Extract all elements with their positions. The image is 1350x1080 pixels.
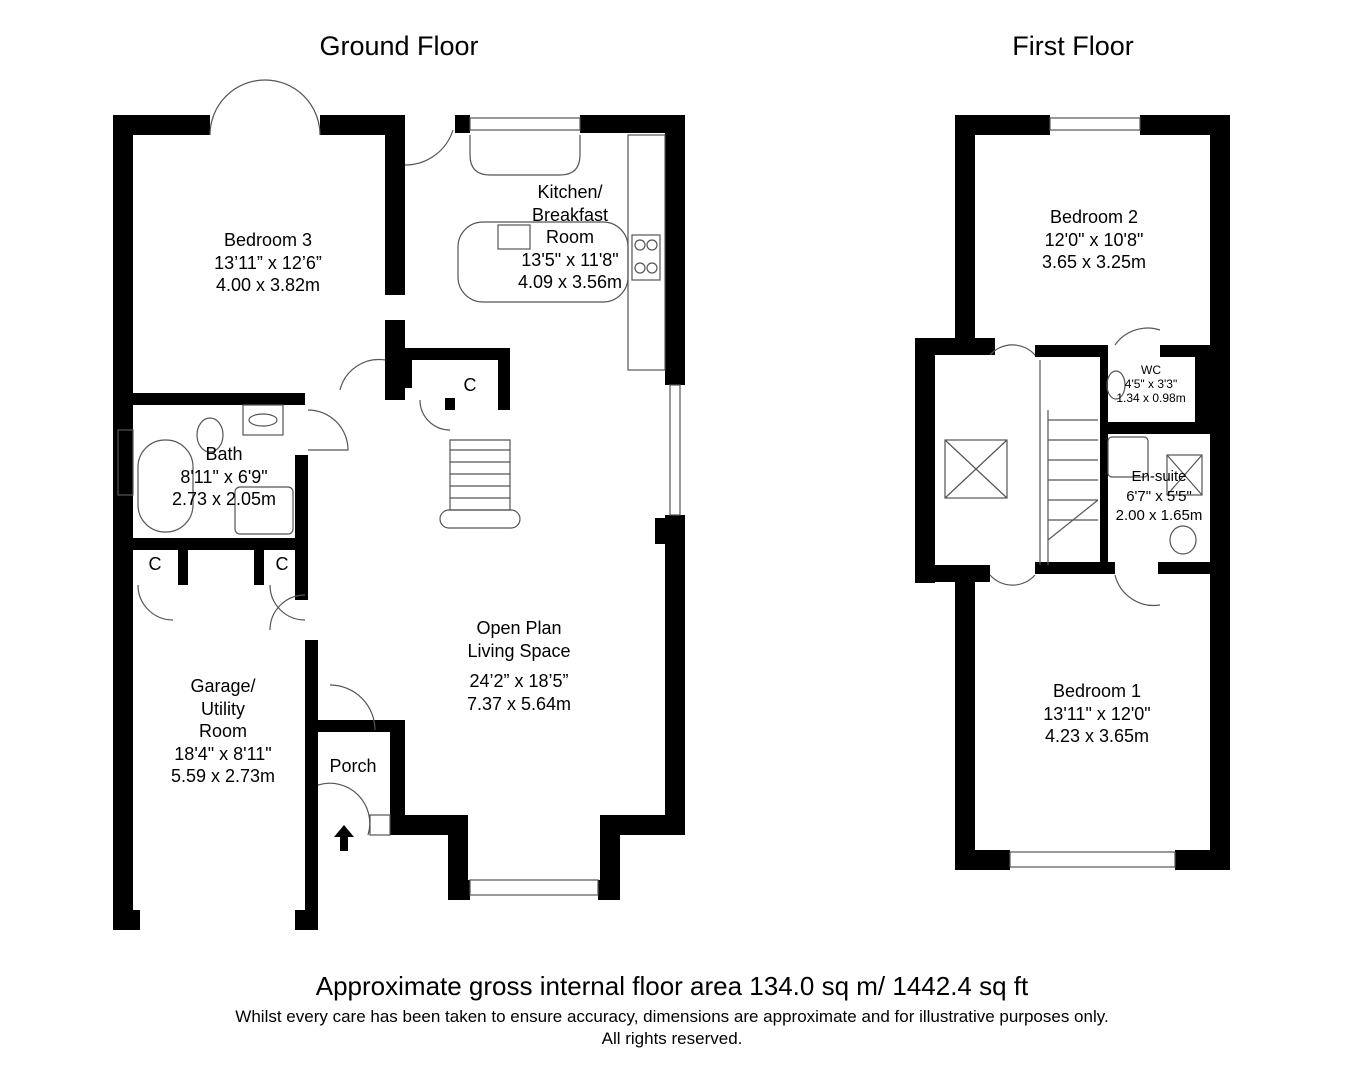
room-imperial: 18'4" x 8'11": [174, 743, 272, 764]
room-label-ensuite: En-suite 6'7" x 5'5" 2.00 x 1.65m: [1116, 467, 1203, 526]
room-label-porch: Porch: [329, 756, 377, 776]
room-metric: 4.09 x 3.56m: [517, 272, 623, 292]
room-name: Bedroom 2: [1049, 207, 1139, 227]
ground-floor-fixtures: [117, 79, 681, 896]
room-label-bedroom-1: Bedroom 1 13'11" x 12'0" 4.23 x 3.65m: [1043, 680, 1150, 748]
room-imperial: 4'5" x 3'3": [1124, 376, 1178, 391]
room-label-bedroom-3: Bedroom 3 13’11” x 12’6” 4.00 x 3.82m: [214, 229, 322, 297]
room-imperial: 13'5" x 11'8": [521, 249, 619, 270]
room-name: Bedroom 3: [223, 230, 313, 250]
room-imperial: 8'11" x 6'9": [180, 466, 268, 487]
room-name: Bedroom 1: [1052, 681, 1142, 701]
first-floor-fixtures: [944, 117, 1203, 868]
room-imperial: 6'7" x 5'5": [1126, 487, 1192, 505]
rights-notice: All rights reserved.: [601, 1029, 743, 1048]
room-name: Kitchen/: [537, 182, 603, 202]
room-label-bedroom-2: Bedroom 2 12'0" x 10'8" 3.65 x 3.25m: [1042, 206, 1146, 274]
cupboard-label: C: [275, 554, 289, 574]
floor-area-summary: Approximate gross internal floor area 13…: [315, 971, 1029, 1001]
room-imperial: 12'0" x 10'8": [1044, 229, 1144, 250]
ground-floor-title: Ground Floor: [319, 31, 479, 61]
room-name: Room: [545, 227, 594, 247]
room-name: WC: [1141, 363, 1161, 377]
room-metric: 2.73 x 2.05m: [171, 489, 277, 509]
room-metric: 5.59 x 2.73m: [170, 766, 276, 786]
room-metric: 7.37 x 5.64m: [466, 693, 572, 714]
room-name: Room: [198, 721, 247, 741]
room-imperial: 13'11" x 12'0": [1043, 703, 1151, 724]
room-label-garage: Garage/ Utility Room 18'4" x 8'11" 5.59 …: [171, 675, 275, 788]
room-imperial: 24’2” x 18’5”: [469, 671, 569, 691]
first-floor-walls: [915, 115, 1230, 870]
cupboard-label: C: [148, 554, 162, 574]
cupboard-label: C: [463, 375, 477, 395]
room-label-kitchen: Kitchen/ Breakfast Room 13'5" x 11'8" 4.…: [518, 181, 622, 294]
room-name: Breakfast: [531, 204, 609, 225]
room-metric: 2.00 x 1.65m: [1115, 507, 1203, 524]
room-name: Utility: [201, 698, 245, 719]
room-imperial: 13’11” x 12’6”: [214, 252, 322, 273]
room-name: Living Space: [467, 640, 571, 661]
room-metric: 4.23 x 3.65m: [1044, 726, 1150, 746]
room-name: Open Plan: [476, 618, 562, 638]
room-name: Garage/: [190, 676, 256, 696]
disclaimer: Whilst every care has been taken to ensu…: [235, 1007, 1109, 1026]
first-floor-title: First Floor: [1012, 31, 1134, 61]
room-name: En-suite: [1131, 468, 1187, 485]
room-metric: 4.00 x 3.82m: [215, 275, 321, 295]
ground-floor-walls: [113, 115, 685, 930]
room-name: Bath: [205, 444, 243, 464]
room-label-wc: WC 4'5" x 3'3" 1.34 x 0.98m: [1116, 363, 1186, 405]
front-entrance-arrow: [334, 825, 354, 851]
room-label-living: Open Plan Living Space 24’2” x 18’5” 7.3…: [467, 617, 571, 715]
room-metric: 3.65 x 3.25m: [1041, 252, 1147, 272]
room-label-bath: Bath 8'11" x 6'9" 2.73 x 2.05m: [172, 443, 276, 511]
room-metric: 1.34 x 0.98m: [1116, 390, 1186, 405]
